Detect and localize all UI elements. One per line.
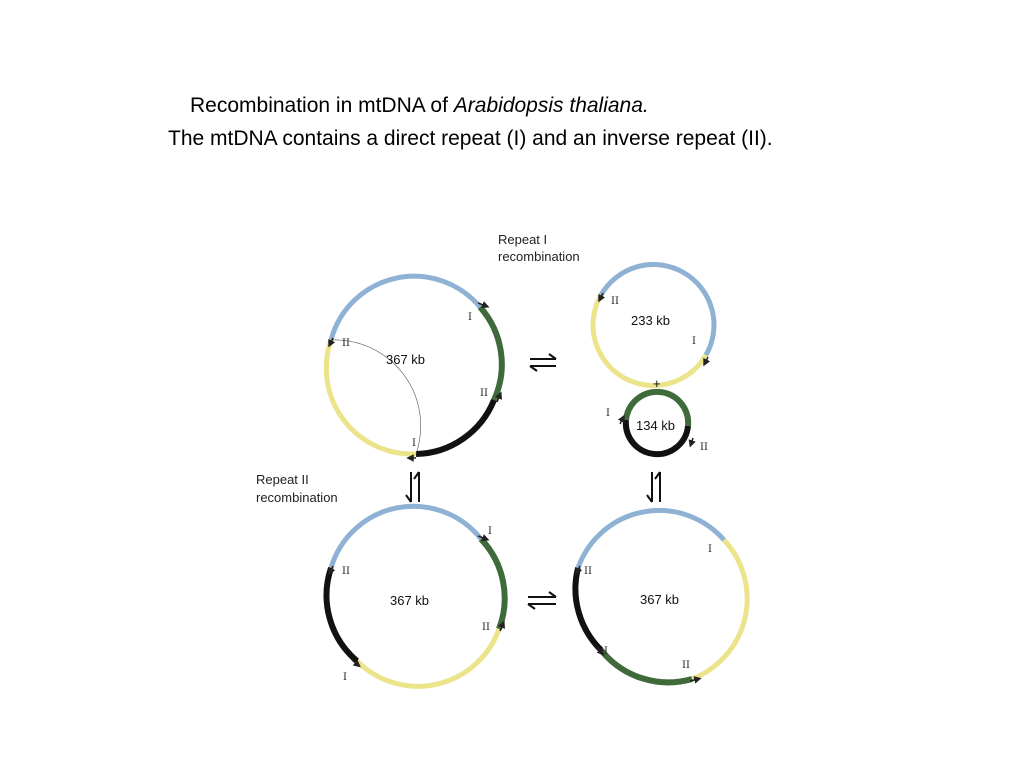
arrow-tick-icon [703,356,711,367]
arc-black [415,398,497,457]
repeat-ii-label-line2: recombination [256,490,338,505]
circle-233kb: 233 kb II I [590,262,717,388]
equilibrium-arrow-horizontal-bottom [527,591,557,610]
arc-blue [328,273,482,341]
title-line-1: Recombination in mtDNA of Arabidopsis th… [190,94,649,118]
repeat-i-label-line1: Repeat I [498,232,547,247]
arrow-tick-icon [575,565,583,576]
size-label: 134 kb [636,418,675,433]
arrow-tick-icon [598,292,606,303]
size-label: 367 kb [390,593,429,608]
marker-ii-right: II [480,388,488,399]
arc-green [477,305,505,402]
circle-367kb-master: 367 kb I II I II [323,273,505,462]
arrow-tick-icon [688,437,696,448]
circle-367kb-repeat-i-product: 367 kb I II I II [572,507,750,686]
arrow-tick-icon [617,414,625,425]
arrow-tick-icon [596,646,605,656]
title-species: Arabidopsis thaliana. [453,94,649,117]
marker-ii-right: II [482,622,490,633]
arrow-tick-icon [498,620,505,632]
title-line-2: The mtDNA contains a direct repeat (I) a… [168,127,773,150]
marker-ii: II [700,442,708,453]
equilibrium-arrow-vertical-left [405,471,420,503]
arc-yellow [323,339,417,457]
repeat-ii-label-line1: Repeat II [256,472,309,487]
marker-i-bottom: I [412,438,416,449]
arrow-tick-icon [328,565,336,576]
arrow-tick-icon [689,676,702,684]
marker-i-bottom: I [604,646,608,657]
plus-sign: + [653,376,661,391]
equilibrium-arrow-vertical-right [646,471,661,503]
marker-i: I [606,408,610,419]
size-label: 367 kb [640,592,679,607]
marker-ii-left: II [342,338,350,349]
arrow-tick-icon [328,337,336,348]
arrow-tick-icon [495,391,502,403]
marker-ii: II [611,296,619,307]
arrow-tick-icon [351,659,361,668]
marker-i-bottom: I [343,672,347,683]
arrow-tick-icon [477,534,490,542]
marker-ii-left: II [584,566,592,577]
marker-i-top: I [488,526,492,537]
marker-ii-bottom: II [682,660,690,671]
marker-i: I [692,336,696,347]
marker-ii-left: II [342,566,350,577]
size-label: 233 kb [631,313,670,328]
arrow-tick-icon [477,301,490,309]
equilibrium-arrow-horizontal-top [529,353,557,372]
title-prefix: Recombination in mtDNA of [190,94,454,117]
marker-i-right: I [708,544,712,555]
size-label: 367 kb [386,352,425,367]
circle-134kb: 134 kb I II [606,388,708,458]
repeat-i-label-line2: recombination [498,249,580,264]
circle-367kb-repeat-ii-product: 367 kb I II II I [323,503,508,689]
marker-i-top: I [468,312,472,323]
